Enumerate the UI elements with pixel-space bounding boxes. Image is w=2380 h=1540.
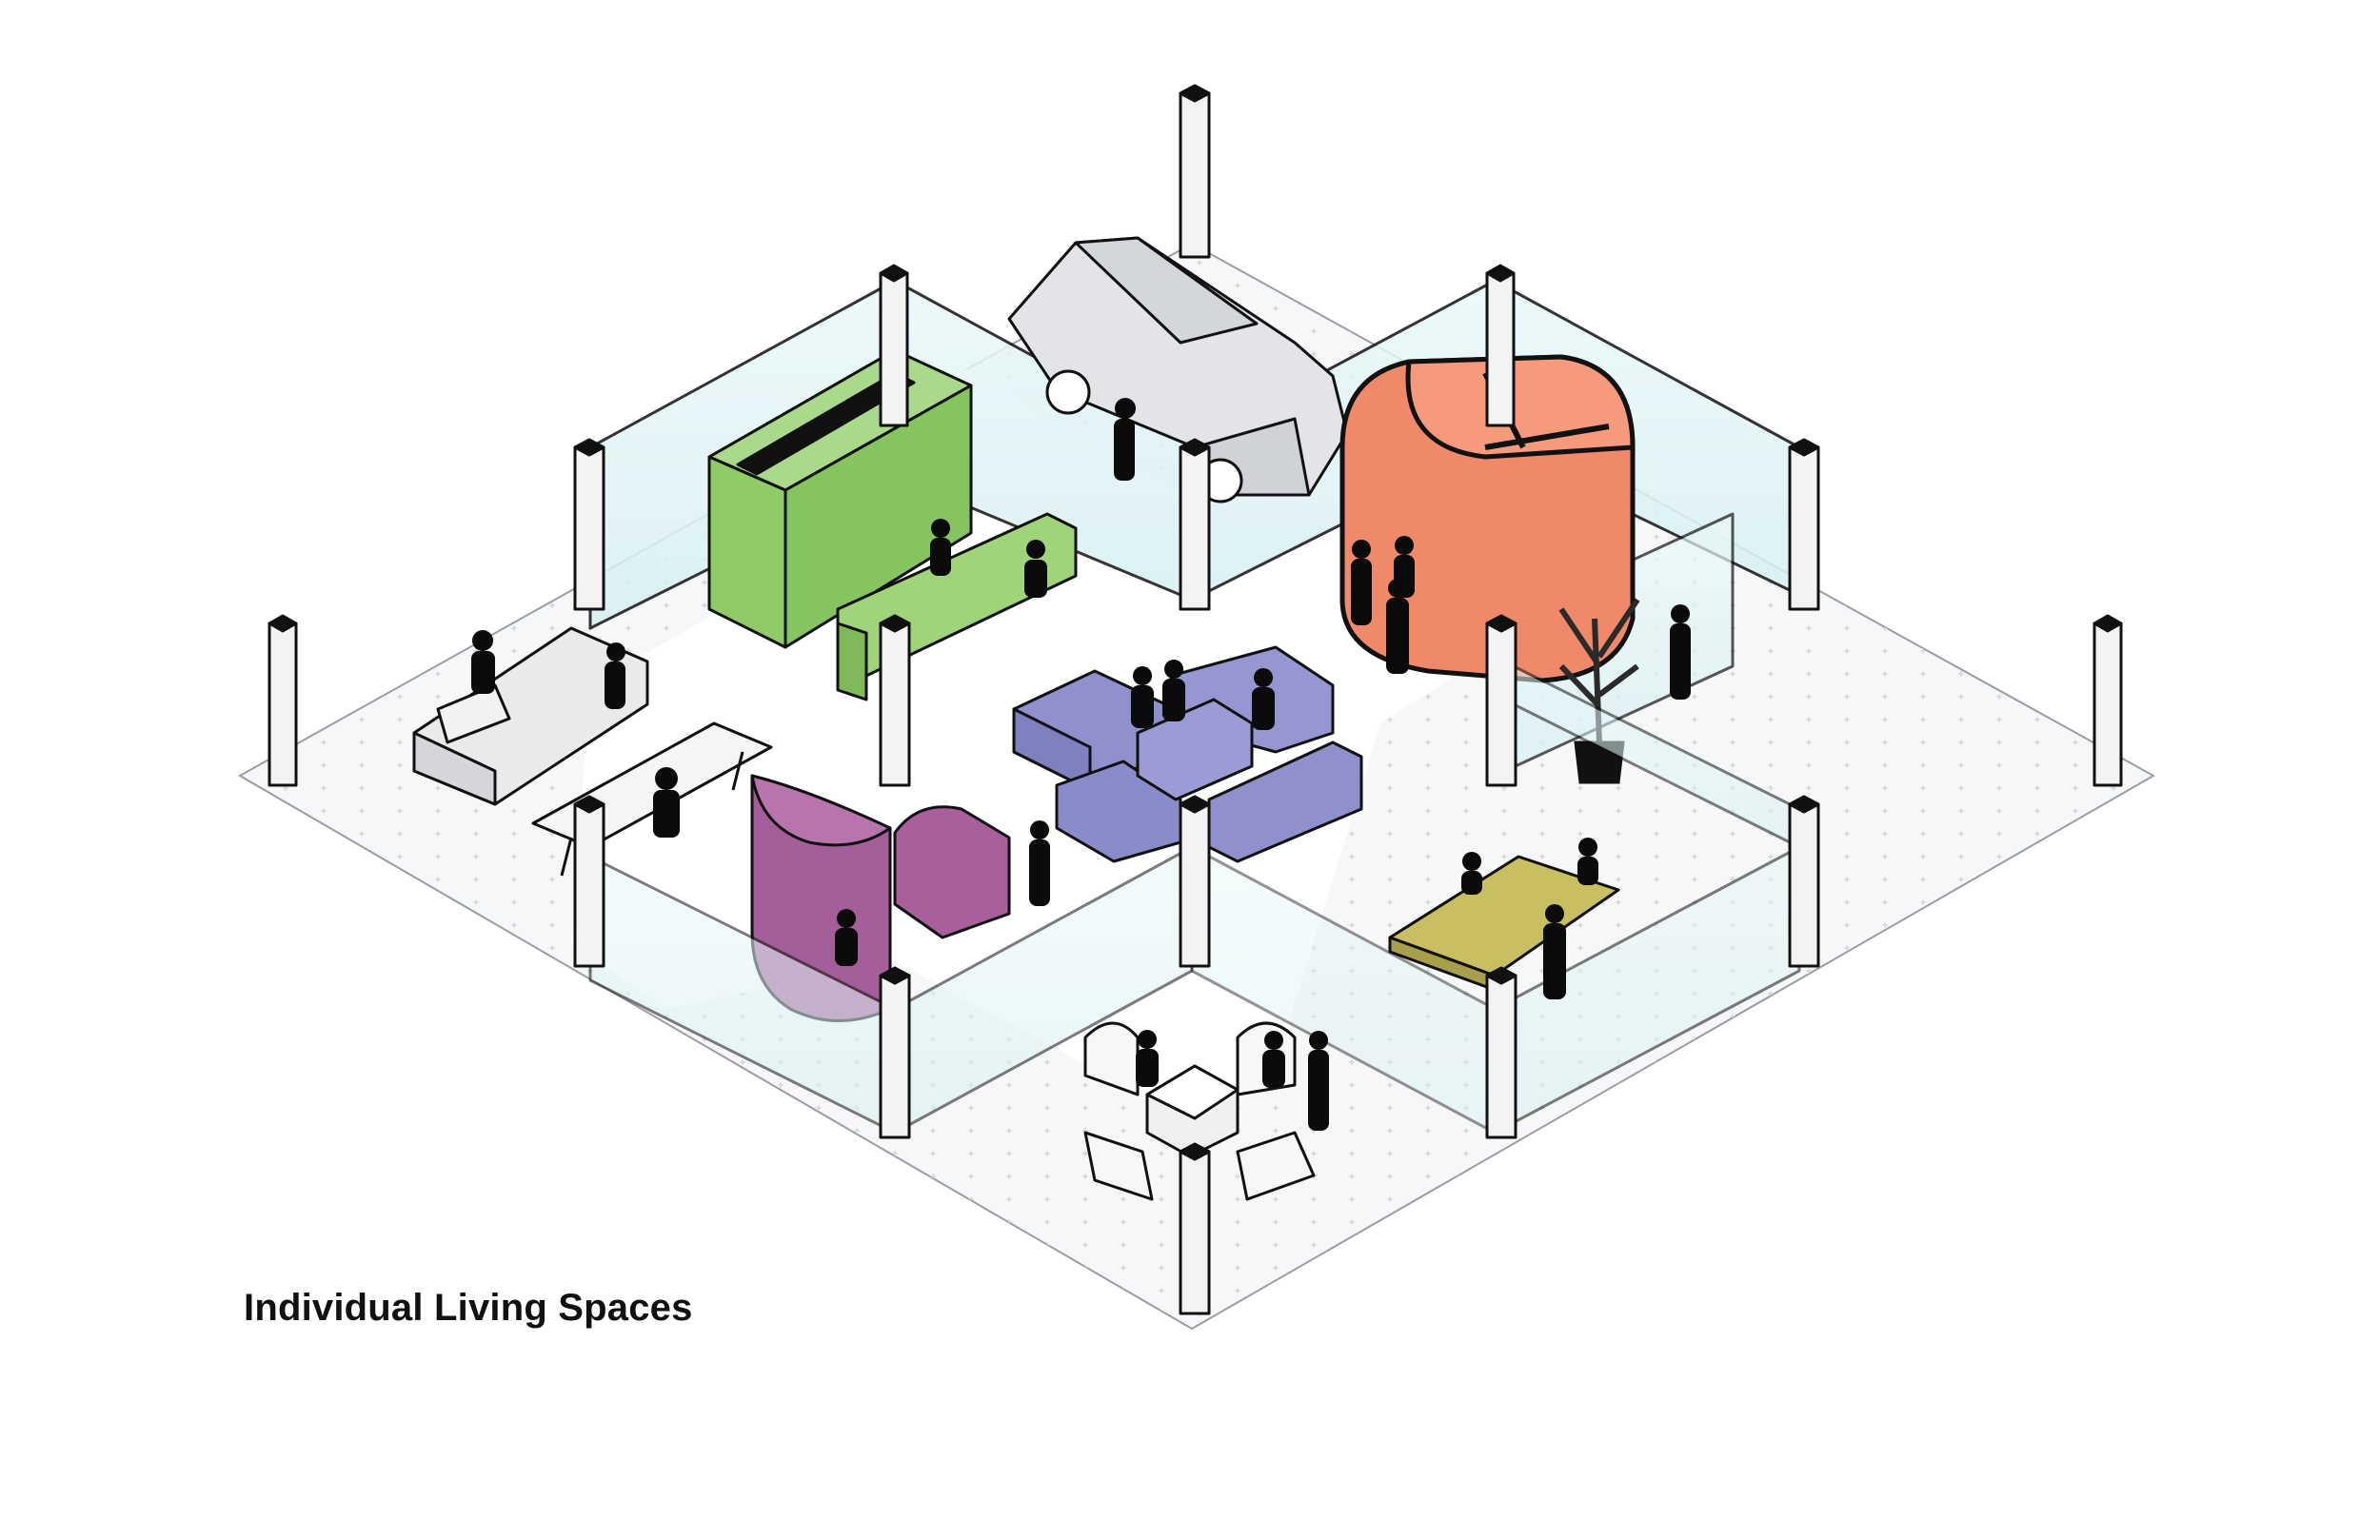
column xyxy=(1788,795,1820,968)
people-silhouettes xyxy=(471,398,1691,1131)
person xyxy=(605,642,625,709)
potted-plant xyxy=(1558,598,1640,784)
columns xyxy=(268,84,2123,1315)
column xyxy=(1485,614,1517,787)
person xyxy=(1162,660,1185,721)
column xyxy=(1485,264,1516,427)
person xyxy=(1136,1030,1159,1087)
column xyxy=(573,438,605,611)
person xyxy=(471,630,495,694)
column xyxy=(1179,1142,1211,1315)
orange-pod xyxy=(1339,354,1636,683)
person xyxy=(1029,820,1050,906)
person xyxy=(1351,540,1372,625)
person xyxy=(1670,604,1691,700)
column xyxy=(879,614,911,787)
column xyxy=(879,264,909,427)
person xyxy=(1543,904,1566,999)
column xyxy=(573,795,605,968)
lounge-sofas xyxy=(1012,645,1363,863)
glass-walls-front xyxy=(588,655,1801,1135)
column xyxy=(268,614,298,787)
column xyxy=(2092,614,2123,787)
column xyxy=(1788,438,1820,611)
person xyxy=(930,519,951,576)
column xyxy=(1179,84,1211,259)
column xyxy=(1179,438,1211,611)
person xyxy=(1577,838,1598,885)
person xyxy=(835,909,858,966)
outdoor-bar xyxy=(412,626,649,806)
person xyxy=(1461,852,1482,895)
person xyxy=(1114,398,1136,481)
person xyxy=(1024,540,1047,598)
person xyxy=(653,767,680,838)
person xyxy=(1386,579,1409,674)
person xyxy=(1252,668,1275,730)
diagram-caption: Individual Living Spaces xyxy=(244,1287,693,1329)
column xyxy=(1485,966,1517,1139)
person xyxy=(1131,666,1154,728)
person xyxy=(1262,1031,1285,1088)
column xyxy=(1179,795,1211,968)
person xyxy=(1308,1031,1329,1131)
column xyxy=(879,966,911,1139)
